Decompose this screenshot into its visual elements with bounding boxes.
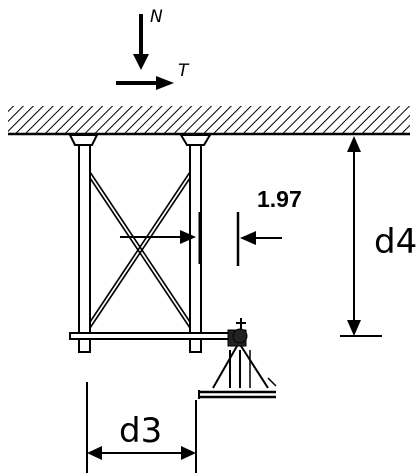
column-capital-left [68, 134, 99, 146]
column-left [78, 144, 91, 353]
support-jack [198, 318, 277, 399]
force-t-label: T [178, 61, 190, 81]
dimension-d4 [340, 136, 382, 337]
force-n-label: N [150, 7, 163, 27]
d3-label: d3 [119, 411, 162, 451]
dimension-d3 [86, 382, 197, 473]
reference-arrow [236, 212, 282, 266]
value-label: 1.97 [257, 186, 302, 212]
force-n-arrow [133, 14, 149, 70]
ceiling-hatch [8, 106, 410, 136]
force-t-arrow [116, 76, 174, 90]
d4-label: d4 [374, 222, 417, 262]
cross-bracing [89, 171, 191, 329]
horizontal-beam [69, 332, 243, 340]
displacement-arrow-left [120, 230, 196, 244]
column-capital-right [179, 134, 212, 146]
